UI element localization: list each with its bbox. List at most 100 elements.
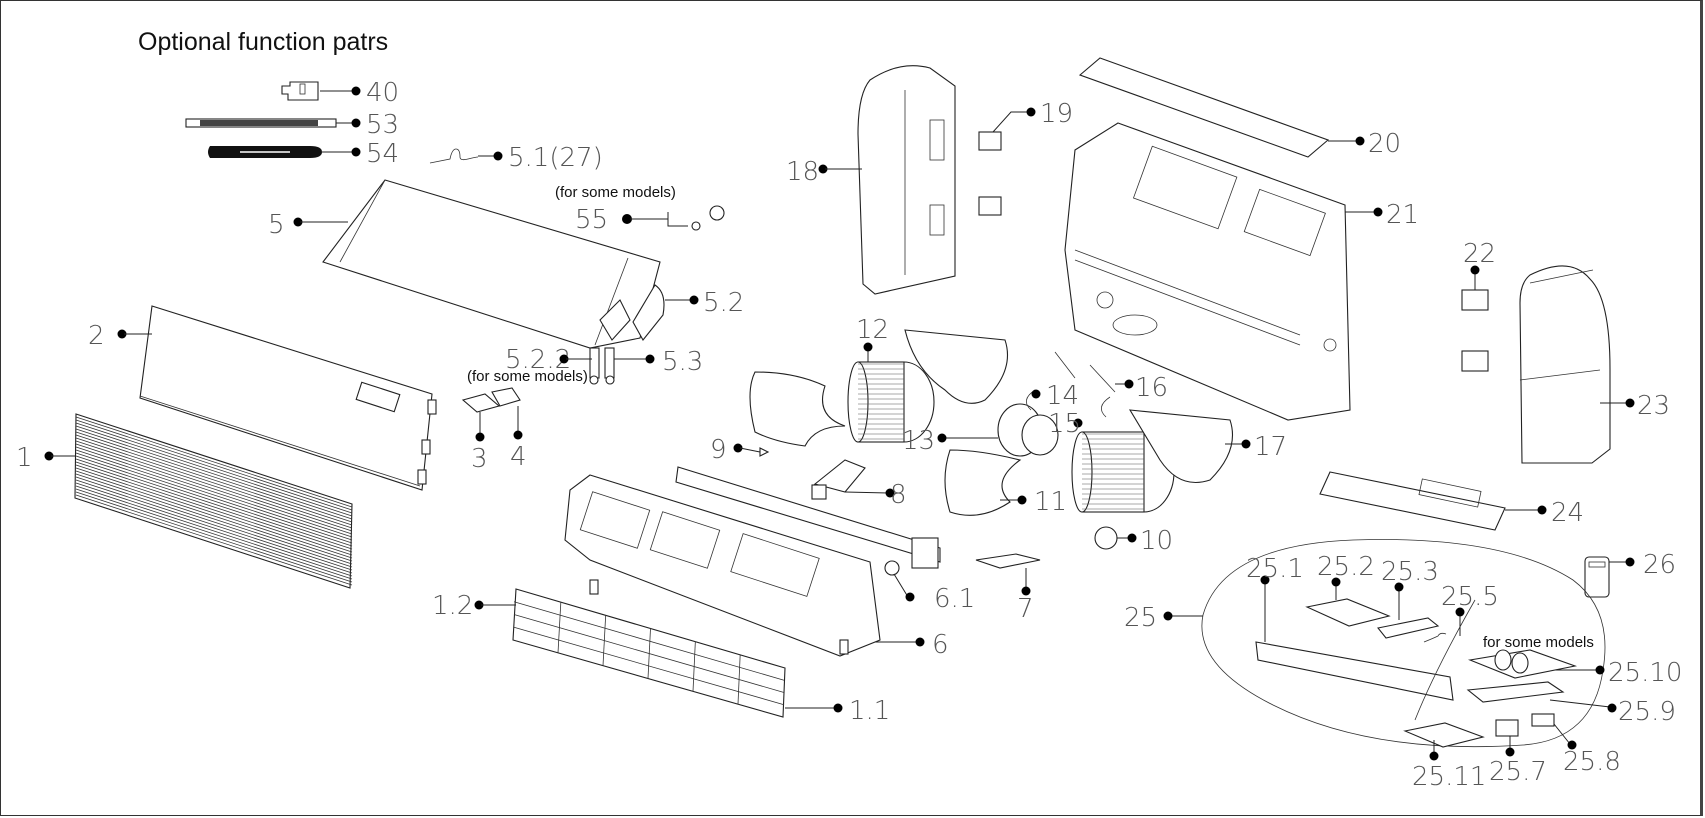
label-12: 12 [856, 315, 889, 345]
hatch-line [75, 449, 353, 541]
part-55-sensor [622, 205, 725, 231]
label-22: 22 [1463, 239, 1496, 269]
hatch-line [75, 470, 353, 562]
label-11: 11 [1034, 487, 1067, 517]
hatch-line [75, 464, 353, 556]
hatch-line [75, 437, 353, 529]
hatch-line [75, 455, 353, 547]
part-25-10-pcb [1467, 649, 1605, 679]
label-40: 40 [366, 78, 399, 108]
part-22-clip [1461, 265, 1489, 372]
note-5-2-2-some-models: (for some models) [467, 368, 588, 385]
part-6-1-motor [884, 560, 915, 602]
label-55: 55 [575, 205, 608, 235]
label-16: 16 [1135, 373, 1168, 403]
part-11-volute [944, 449, 1027, 516]
part-5-evaporator [322, 179, 665, 385]
label-25-3: 25.3 [1381, 557, 1439, 587]
hatch-line [75, 428, 353, 520]
label-14: 14 [1046, 381, 1079, 411]
label-5-1: 5.1(27) [508, 143, 603, 173]
label-3: 3 [471, 444, 488, 474]
hatch-line [75, 419, 353, 511]
label-5-2: 5.2 [703, 288, 744, 318]
hatch-line [75, 452, 353, 544]
part-25-11-pcb [1403, 722, 1485, 761]
hatch-line [75, 434, 353, 526]
hatch-line [75, 479, 353, 571]
part-25-2-pcb [1305, 577, 1391, 627]
part-25-8-relay [1531, 713, 1577, 750]
part-25-1-box-base [1255, 575, 1454, 701]
hatch-line [75, 476, 353, 568]
label-1-2: 1.2 [432, 591, 473, 621]
part-53-strip [185, 118, 361, 128]
label-9: 9 [710, 435, 727, 465]
part-25-5-wire [1423, 607, 1465, 643]
hatch-line [75, 482, 353, 574]
part-3-4-display-board [461, 387, 523, 442]
hatch-line [513, 601, 785, 681]
label-54: 54 [366, 139, 399, 169]
part-20-top-cover [1078, 57, 1365, 158]
label-25-1: 25.1 [1246, 554, 1304, 584]
label-6: 6 [932, 630, 949, 660]
part-25-9-board-tray [1466, 681, 1617, 713]
diagram-title: Optional function patrs [138, 28, 389, 56]
label-25: 25 [1124, 603, 1157, 633]
hatch-line [75, 473, 353, 565]
label-19: 19 [1040, 99, 1073, 129]
part-25-3-terminal-block [1377, 582, 1440, 639]
hatch-line [75, 467, 353, 559]
part-12-fan-wheel [847, 342, 935, 443]
hatch-line [557, 602, 562, 653]
label-20: 20 [1368, 129, 1401, 159]
part-2-front-panel [139, 305, 437, 491]
part-15-clip [1073, 396, 1111, 428]
part-6-front-frame [564, 474, 881, 657]
label-10: 10 [1140, 526, 1173, 556]
part-louver-bar [675, 466, 941, 569]
label-2: 2 [88, 321, 105, 351]
part-14-clip [1026, 389, 1041, 411]
note-25-some-models: for some models [1483, 634, 1594, 651]
hatch-line [75, 431, 353, 523]
label-21: 21 [1386, 200, 1419, 230]
hatch-line [737, 654, 741, 705]
label-53: 53 [366, 110, 399, 140]
hatch-line [75, 461, 353, 553]
label-15: 15 [1048, 409, 1081, 439]
label-5-3: 5.3 [662, 347, 703, 377]
hatch-line [602, 615, 607, 666]
hatch-line [75, 416, 353, 508]
label-25-10: 25.10 [1608, 658, 1682, 688]
label-17: 17 [1254, 432, 1287, 462]
label-8: 8 [890, 480, 907, 510]
part-23-right-side-panel [1519, 265, 1635, 464]
label-13: 13 [902, 426, 935, 456]
part-17-fan-assembly [1071, 409, 1251, 513]
label-25-8: 25.8 [1563, 747, 1621, 777]
label-6-1: 6.1 [934, 584, 975, 614]
part-26-remote-control [1584, 556, 1635, 598]
hatch-line [75, 443, 353, 535]
label-25-11: 25.11 [1412, 762, 1486, 792]
hatch-line [75, 458, 353, 550]
part-24-drain-tray [1319, 471, 1547, 531]
hatch-line [75, 422, 353, 514]
hatch-line [647, 628, 651, 679]
part-5-1-wire [429, 148, 503, 164]
label-5: 5 [268, 210, 285, 240]
label-25-5: 25.5 [1441, 582, 1499, 612]
part-25-7-transformer [1495, 719, 1519, 757]
hatch-line [75, 425, 353, 517]
note-55-some-models: (for some models) [555, 184, 676, 201]
hatch-line [692, 641, 696, 692]
part-19-clip [978, 107, 1036, 216]
hatch-line [75, 485, 353, 577]
label-25-7: 25.7 [1489, 757, 1547, 787]
hatch-line [75, 491, 353, 583]
label-26: 26 [1643, 550, 1676, 580]
hatch-line [75, 440, 353, 532]
part-volute-left [749, 371, 846, 447]
